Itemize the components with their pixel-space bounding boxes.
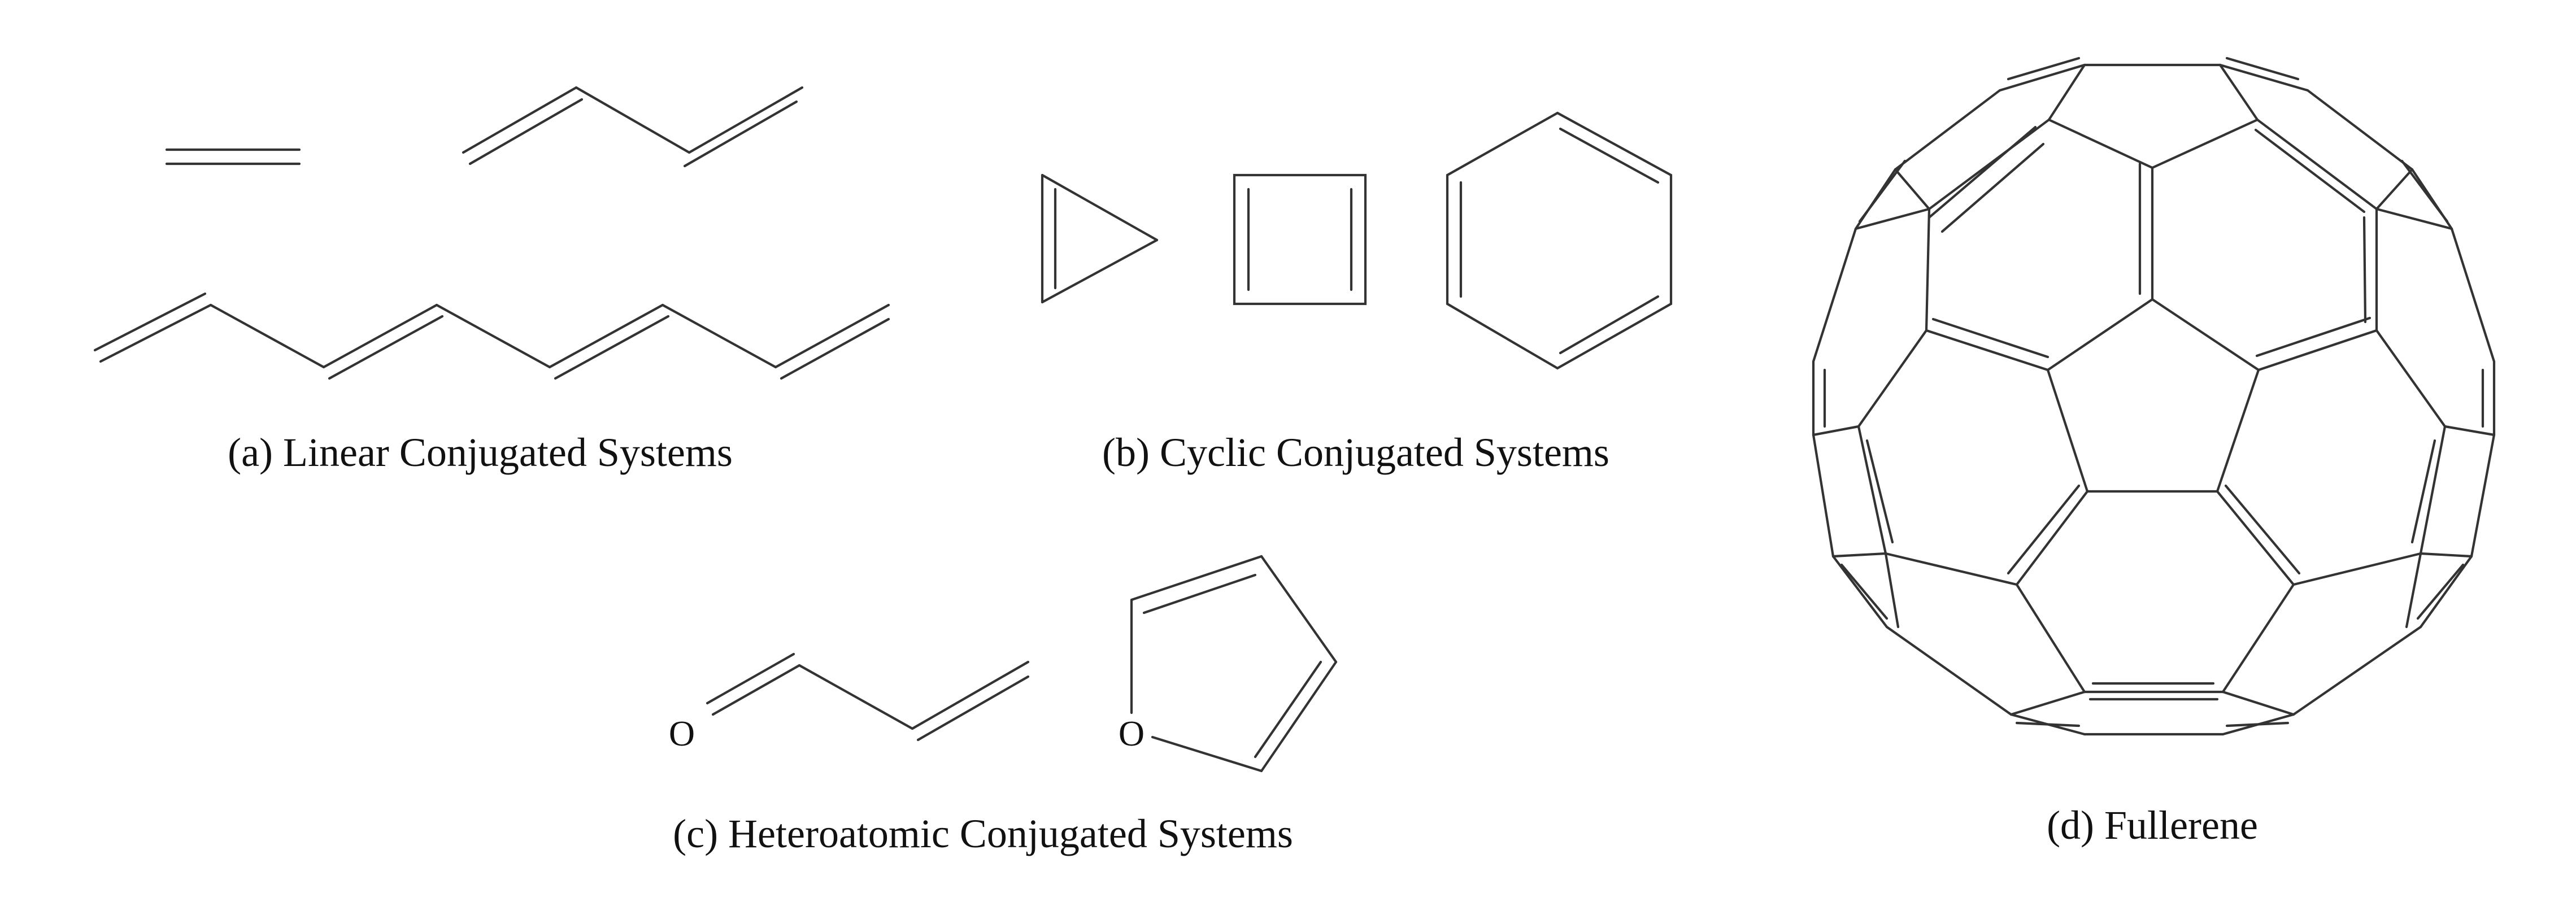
panel-cyclic: (b) Cyclic Conjugated Systems	[1041, 111, 1673, 475]
cyclobutadiene-structure	[1233, 173, 1367, 306]
acrolein-structure: O	[669, 652, 1030, 753]
ethylene-structure	[165, 148, 301, 165]
caption-cyclic: (b) Cyclic Conjugated Systems	[1102, 430, 1609, 475]
oxygen-atom-label: O	[669, 713, 695, 753]
octatetraene-structure	[93, 292, 890, 380]
oxygen-atom-label: O	[1119, 713, 1145, 753]
benzene-structure	[1446, 111, 1673, 370]
caption-linear: (a) Linear Conjugated Systems	[228, 430, 733, 475]
butadiene-structure	[462, 86, 804, 168]
panel-fullerene: (d) Fullerene	[1812, 56, 2496, 848]
fullerene-c60-structure	[1812, 56, 2496, 736]
cyclopropene-structure	[1041, 173, 1159, 304]
furan-structure: O	[1119, 555, 1338, 773]
panel-heteroatomic: O O	[669, 555, 1338, 856]
caption-heteroatomic: (c) Heteroatomic Conjugated Systems	[673, 811, 1293, 856]
caption-fullerene: (d) Fullerene	[2047, 803, 2258, 848]
panel-linear: (a) Linear Conjugated Systems	[93, 86, 890, 475]
